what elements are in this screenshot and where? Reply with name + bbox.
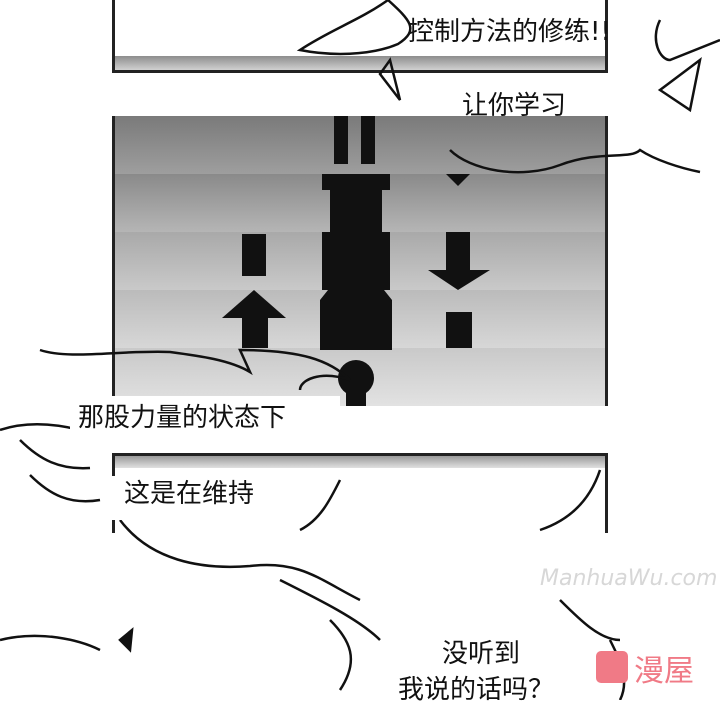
logo-icon: [596, 651, 628, 683]
bubble-state: [70, 396, 340, 444]
watermark-logo: 漫屋: [634, 654, 694, 689]
caption-top-line: 控制方法的修练!!: [408, 17, 611, 47]
caption-my-words: 我说的话吗？: [398, 675, 555, 705]
watermark-site: ManhuaWu.com: [540, 566, 718, 591]
caption-state: 那股力量的状态下: [78, 403, 287, 433]
up-arrow-icon: [222, 234, 286, 348]
caption-learn: 让你学习: [462, 91, 567, 121]
band-1: [115, 116, 605, 174]
figure-silhouette: [320, 116, 392, 406]
bubble-maintain: [112, 476, 312, 520]
caption-not-heard: 没听到: [442, 639, 521, 669]
caption-maintain: 这是在维持: [124, 479, 255, 509]
down-arrow-icon: [428, 174, 490, 348]
top-panel: [112, 0, 608, 73]
